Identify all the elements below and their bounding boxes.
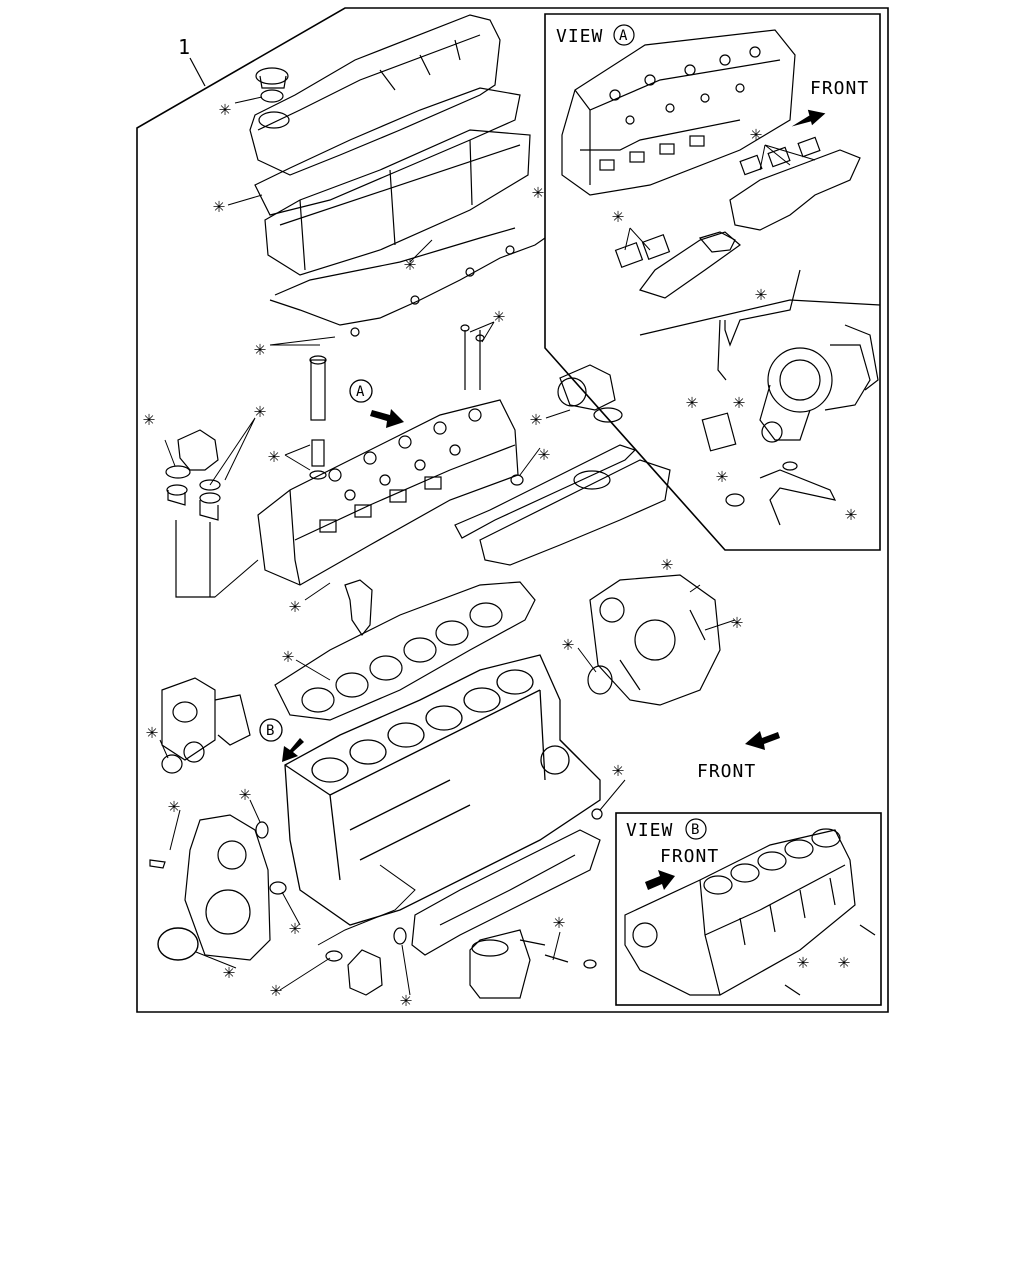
callout-b-arrow-icon bbox=[282, 738, 304, 762]
injector-harness bbox=[269, 227, 546, 337]
main-stars: ✳ ✳ ✳ ✳ ✳ ✳ ✳ ✳ ✳ ✳ ✳ ✳ ✳ ✳ ✳ ✳ ✳ ✳ ✳ ✳ … bbox=[143, 96, 743, 1011]
rear-seal-small bbox=[591, 808, 603, 820]
star-11: ✳ bbox=[538, 441, 550, 465]
view-a-star-3: ✳ bbox=[755, 281, 767, 305]
star-12: ✳ bbox=[289, 593, 301, 617]
star-10: ✳ bbox=[530, 406, 542, 430]
star-17: ✳ bbox=[146, 719, 158, 743]
intake-manifold bbox=[454, 364, 671, 566]
oil-cooler bbox=[411, 829, 601, 999]
view-b-front-arrow-icon bbox=[645, 870, 675, 890]
rocker-cover-gasket bbox=[254, 87, 521, 216]
star-1: ✳ bbox=[219, 96, 231, 120]
callout-b-letter: B bbox=[266, 723, 274, 739]
view-a-front-arrow-icon bbox=[791, 109, 826, 127]
star-15: ✳ bbox=[731, 609, 743, 633]
cooler-seal bbox=[393, 927, 407, 945]
intake-o-ring bbox=[510, 474, 524, 486]
cam-carrier bbox=[264, 129, 531, 276]
alignment-line-a bbox=[178, 559, 259, 598]
view-a-star-4: ✳ bbox=[686, 389, 698, 413]
view-a-exhaust-manifold bbox=[614, 136, 861, 299]
star-19: ✳ bbox=[168, 793, 180, 817]
view-a-label: VIEW bbox=[556, 26, 603, 47]
view-b-star-2: ✳ bbox=[838, 949, 850, 973]
view-b-letter: B bbox=[691, 822, 699, 838]
star-4: ✳ bbox=[404, 251, 416, 275]
oil-filter-seal bbox=[325, 950, 343, 962]
oil-filter bbox=[347, 949, 383, 996]
part-number-leader bbox=[189, 57, 206, 87]
leader-lines bbox=[159, 96, 736, 996]
view-a-turbocharger bbox=[701, 269, 879, 526]
star-25: ✳ bbox=[553, 909, 565, 933]
view-a-star-6: ✳ bbox=[716, 463, 728, 487]
view-a-front-label: FRONT bbox=[810, 78, 869, 99]
view-a-star-2: ✳ bbox=[612, 203, 624, 227]
star-23: ✳ bbox=[270, 977, 282, 1001]
block-side-o-ring bbox=[269, 881, 287, 895]
crank-front-seal bbox=[157, 927, 199, 961]
star-2: ✳ bbox=[213, 193, 225, 217]
thermostat-housing bbox=[165, 429, 221, 598]
view-a-letter: A bbox=[619, 28, 628, 44]
view-a-panel: VIEW A FRONT ✳ bbox=[544, 13, 881, 551]
star-16: ✳ bbox=[562, 631, 574, 655]
part-number: 1 bbox=[178, 35, 190, 59]
star-18: ✳ bbox=[239, 781, 251, 805]
star-14: ✳ bbox=[661, 551, 673, 575]
star-22: ✳ bbox=[223, 959, 235, 983]
star-20: ✳ bbox=[612, 757, 624, 781]
timing-o-ring bbox=[161, 754, 183, 774]
view-b-front-label: FRONT bbox=[660, 846, 719, 867]
star-9: ✳ bbox=[268, 443, 280, 467]
timing-gear-case bbox=[161, 677, 251, 763]
star-3: ✳ bbox=[532, 179, 544, 203]
view-b-star-1: ✳ bbox=[797, 949, 809, 973]
star-21: ✳ bbox=[289, 915, 301, 939]
view-a-cylinder-head bbox=[561, 29, 796, 196]
view-b-cylinder-block bbox=[624, 828, 876, 996]
callout-a-letter: A bbox=[356, 384, 365, 400]
oil-pressure-sender bbox=[583, 959, 597, 969]
star-7: ✳ bbox=[143, 406, 155, 430]
flywheel-seal bbox=[587, 665, 613, 695]
view-a-star-7: ✳ bbox=[845, 501, 857, 525]
rocker-cover bbox=[249, 14, 501, 176]
star-13: ✳ bbox=[282, 643, 294, 667]
head-gasket bbox=[274, 581, 536, 721]
view-a-star-1: ✳ bbox=[750, 121, 762, 145]
front-cover bbox=[149, 814, 271, 961]
view-b-label: VIEW bbox=[626, 820, 673, 841]
alignment-line-b bbox=[317, 864, 416, 946]
injector-assembly bbox=[309, 324, 485, 480]
view-a-star-5: ✳ bbox=[733, 389, 745, 413]
main-front-arrow-icon bbox=[745, 731, 780, 750]
callout-a-arrow-icon bbox=[370, 409, 404, 428]
water-outlet-pipe bbox=[344, 579, 373, 637]
callout-a-circle bbox=[349, 379, 373, 403]
star-24: ✳ bbox=[400, 987, 412, 1011]
star-5: ✳ bbox=[493, 303, 505, 327]
cylinder-block bbox=[284, 654, 601, 926]
view-a-turbo-box bbox=[639, 299, 881, 336]
main-front-label: FRONT bbox=[697, 761, 756, 782]
star-8: ✳ bbox=[254, 398, 266, 422]
callout-b-circle bbox=[259, 718, 283, 742]
view-b-panel: VIEW B FRONT ✳ ✳ bbox=[615, 812, 882, 1006]
flywheel-housing bbox=[589, 574, 721, 706]
cylinder-head bbox=[257, 399, 519, 586]
main-frame bbox=[136, 7, 889, 1013]
star-6: ✳ bbox=[254, 336, 266, 360]
front-cover-o-ring bbox=[255, 821, 269, 839]
